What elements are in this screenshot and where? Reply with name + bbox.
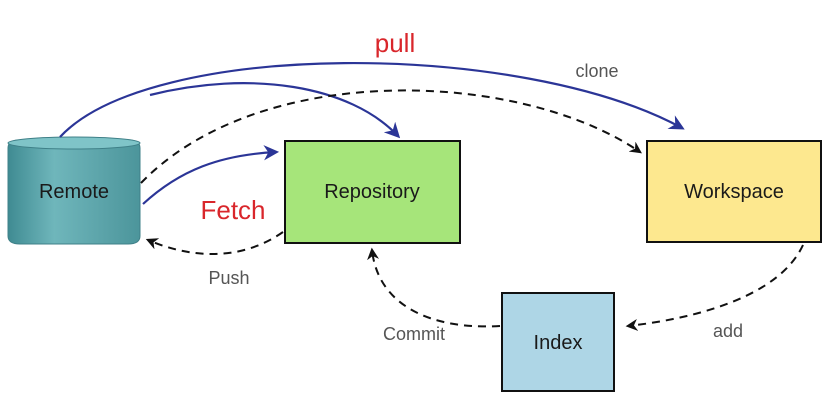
index-node: Index (501, 292, 615, 392)
remote-node: Remote (7, 136, 141, 245)
pull-label: pull (375, 28, 415, 58)
add-arrow (625, 244, 804, 331)
pull-arrow-to-repository (149, 82, 401, 139)
fetch-arrow (142, 144, 280, 205)
commit-arrow (367, 247, 501, 328)
repository-node: Repository (284, 140, 461, 244)
workspace-node: Workspace (646, 140, 822, 243)
remote-label: Remote (39, 181, 109, 203)
clone-label: clone (575, 61, 618, 81)
commit-label: Commit (383, 324, 445, 344)
index-label: Index (534, 332, 583, 354)
repository-label: Repository (324, 181, 420, 203)
push-arrow (145, 231, 284, 256)
clone-arrow (140, 89, 642, 184)
push-label: Push (208, 268, 249, 288)
add-label: add (713, 321, 743, 341)
pull-arrow-to-workspace (59, 61, 685, 138)
fetch-label: Fetch (200, 195, 265, 225)
workspace-label: Workspace (684, 181, 784, 203)
